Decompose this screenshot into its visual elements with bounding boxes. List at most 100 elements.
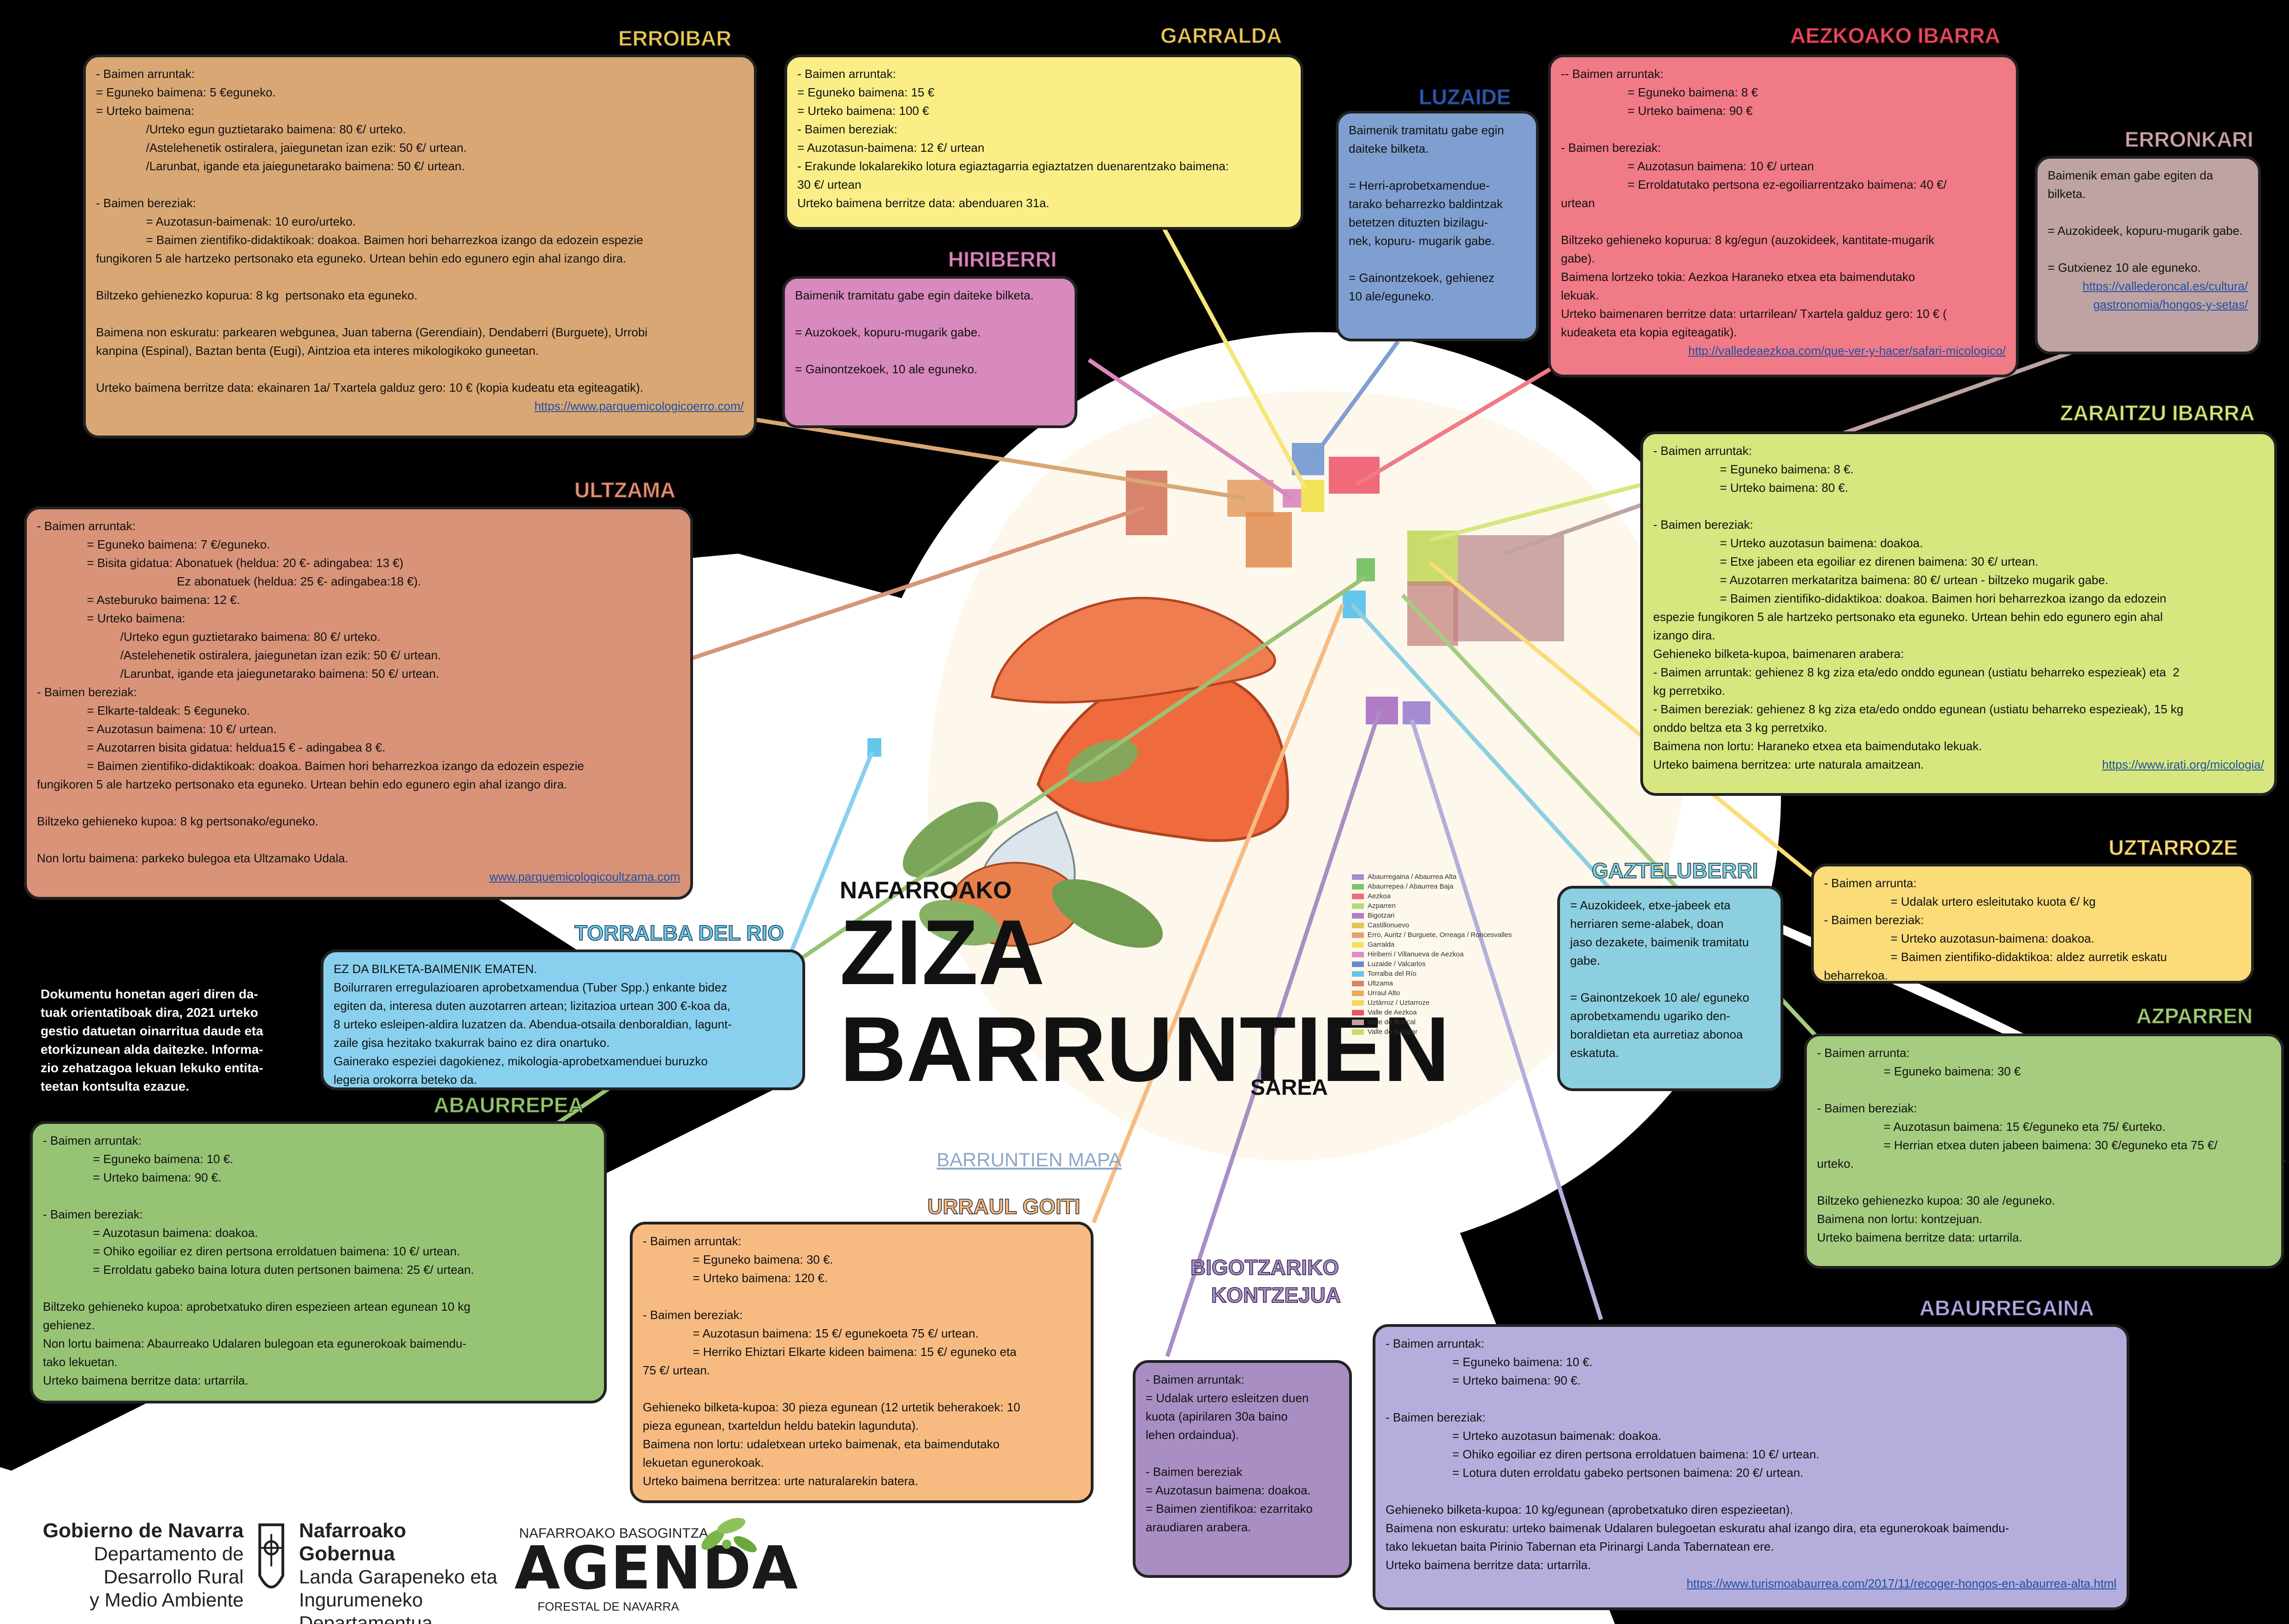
- abaurrepea-box: - Baimen arruntak: = Eguneko baimena: 10…: [30, 1121, 607, 1403]
- text-line: eskatuta.: [1570, 1046, 1619, 1060]
- text-line: zio zehatzagoa lekuan lekuko entita-: [41, 1061, 263, 1075]
- leaf-2: [1052, 879, 1163, 948]
- text-line: [795, 304, 1064, 323]
- text-line: etorkizunean alda daitezke. Informa-: [41, 1042, 263, 1057]
- text-line: - Baimen bereziak:: [1824, 913, 1924, 927]
- text-line: = Eguneko baimena: 10 €.: [1386, 1355, 1593, 1369]
- map-link[interactable]: BARRUNTIEN MAPA: [937, 1149, 1122, 1170]
- azparren-box: - Baimen arrunta: = Eguneko baimena: 30 …: [1804, 1033, 2284, 1269]
- text-line: bilketa.: [2048, 187, 2086, 201]
- abaurregaina-box: - Baimen arruntak: = Eguneko baimena: 10…: [1373, 1324, 2129, 1610]
- text-line: - Baimen arruntak:: [1146, 1373, 1244, 1386]
- text-line: Baimena non eskuratu: parkearen webgunea…: [96, 325, 648, 339]
- text-line: Urteko baimena berritze data: abenduaren…: [797, 196, 1050, 210]
- text-line: = Eguneko baimena: 15 €: [797, 85, 935, 99]
- abaurregaina-link[interactable]: https://www.turismoabaurrea.com/2017/11/…: [1686, 1576, 2116, 1590]
- text-line: [643, 1287, 1081, 1306]
- text-line: = Urteko baimena: 120 €.: [643, 1271, 828, 1285]
- erronkari-link-2[interactable]: gastronomia/hongos-y-setas/: [2093, 298, 2248, 311]
- legend-item: Abaurregaina / Abaurrea Alta: [1352, 872, 1546, 882]
- uztarroze-text-lines: - Baimen arrunta: = Udalak urtero esleit…: [1824, 874, 2241, 981]
- legend-swatch: [1352, 961, 1364, 967]
- legend-label: Urraul Alto: [1368, 989, 1400, 997]
- text-line: Urteko baimena berritze data: urtarrila.: [43, 1373, 249, 1387]
- text-line: = Eguneko baimena: 8 €.: [1653, 462, 1854, 476]
- text-line: 10 ale/eguneko.: [1349, 289, 1434, 303]
- text-line: = Herrian etxea duten jabeen baimena: 30…: [1817, 1138, 2217, 1152]
- legend-label: Hiriberri / Villanueva de Aezkoa: [1368, 950, 1464, 958]
- aezkoa-link[interactable]: http://valledeaezkoa.com/que-ver-y-hacer…: [1688, 344, 2006, 358]
- torralba-text-lines: EZ DA BILKETA-BAIMENIK EMATEN.Boilurrare…: [334, 960, 792, 1087]
- legend-label: Uztárroz / Uztarroze: [1368, 999, 1430, 1007]
- legend-label: Aezkoa: [1368, 892, 1391, 900]
- erronkari-link-1[interactable]: https://vallederoncal.es/cultura/: [2082, 279, 2248, 293]
- text-line: Urteko baimena berritze data: urtarrila.: [1817, 1230, 2023, 1244]
- text-line: Baimena non eskuratu: urteko baimenak Ud…: [1386, 1521, 2009, 1535]
- text-line: - Baimen bereziak:: [1817, 1101, 1917, 1115]
- text-line: Gehieneko bilketa-kupoa: 30 pieza egunea…: [643, 1400, 1021, 1414]
- aezkoa-box: -- Baimen arruntak: = Eguneko baimena: 8…: [1548, 54, 2019, 377]
- text-line: aprobetxamendu ugariko den-: [1570, 1009, 1730, 1023]
- text-line: herriaren seme-alabek, doan: [1570, 917, 1724, 931]
- text-line: lekuetan egunerokoak.: [643, 1456, 765, 1469]
- legend-label: Torralba del Río: [1368, 970, 1416, 978]
- text-line: Non lortu baimena: parkeko bulegoa eta U…: [37, 851, 348, 865]
- text-line: = Elkarte-taldeak: 5 €eguneko.: [37, 704, 250, 717]
- text-line: -- Baimen arruntak:: [1561, 67, 1664, 81]
- text-line: - Baimen bereziak:: [96, 196, 196, 210]
- text-line: [43, 1279, 594, 1297]
- text-line: gestio datuetan oinarritua daude eta: [41, 1024, 263, 1038]
- note-text-lines: Dokumentu honetan ageri diren da-tuak or…: [41, 985, 299, 1096]
- azparren-text-lines: - Baimen arrunta: = Eguneko baimena: 30 …: [1817, 1044, 2271, 1247]
- gaztelu-title: GAZTELUBERRI: [1591, 858, 1758, 883]
- text-line: kanpina (Espinal), Baztan benta (Eugi), …: [96, 344, 539, 358]
- legend-swatch: [1352, 903, 1364, 909]
- text-line: - Baimen arrunta:: [1824, 876, 1917, 890]
- text-line: = Urteko baimena: 80 €.: [1653, 481, 1848, 495]
- garralda-box: - Baimen arruntak:= Eguneko baimena: 15 …: [784, 54, 1303, 230]
- legend-swatch: [1352, 893, 1364, 899]
- erroibar-title: ERROIBAR: [618, 26, 732, 51]
- urraul-text-lines: - Baimen arruntak: = Eguneko baimena: 30…: [643, 1232, 1081, 1490]
- text-line: lekuak.: [1561, 288, 1599, 302]
- line-garralda: [1161, 225, 1308, 490]
- text-line: Biltzeko gehieneko kupoa: 8 kg pertsonak…: [37, 814, 318, 828]
- bigotzari-title-2: KONTZEJUA: [1211, 1283, 1341, 1308]
- text-line: = Gutxienez 10 ale eguneko.: [2048, 261, 2201, 275]
- text-line: [2048, 203, 2248, 221]
- text-line: - Baimen arruntak:: [37, 519, 136, 533]
- text-line: - Baimen bereziak:: [43, 1207, 143, 1221]
- text-line: = Gainontzekoek, 10 ale eguneko.: [795, 362, 978, 376]
- line-luzaide: [1309, 340, 1400, 463]
- text-line: = Urteko baimena: 90 €.: [1386, 1373, 1581, 1387]
- zaraitzu-link[interactable]: https://www.irati.org/micologia/: [2102, 758, 2264, 771]
- aezkoa-title: AEZKOAKO IBARRA: [1790, 23, 2000, 48]
- text-line: = Udalak urtero esleitutako kuota €/ kg: [1824, 895, 2096, 908]
- text-line: Baimenik tramitatu gabe egin: [1349, 123, 1504, 137]
- line-aezkoa: [1355, 367, 1552, 486]
- ultzama-link[interactable]: www.parquemicologicoultzama.com: [489, 870, 680, 884]
- erroibar-link[interactable]: https://www.parquemicologicoerro.com/: [534, 399, 744, 413]
- text-line: lehen ordaindua).: [1146, 1428, 1239, 1442]
- erronkari-title: ERRONKARI: [2124, 127, 2253, 152]
- text-line: = Auzotasun baimena: 10 €/ urtean.: [37, 722, 277, 736]
- legend-item: Castillonuevo: [1352, 920, 1546, 930]
- text-line: pieza egunean, txarteldun heldu batekin …: [643, 1419, 919, 1433]
- line-urraul: [1091, 603, 1345, 1224]
- urraul-title: URRAUL GOITI: [927, 1194, 1081, 1219]
- text-line: /Urteko egun guztietarako baimena: 80 €/…: [37, 630, 381, 644]
- text-line: - Baimen arruntak:: [643, 1234, 741, 1248]
- leaf-3: [919, 900, 1000, 946]
- text-line: = Baimen zientifiko-didaktikoa: doakoa. …: [1653, 591, 2167, 605]
- torralba-title: TORRALBA DEL RIO: [574, 920, 784, 945]
- legend-label: Bigotzari: [1368, 912, 1395, 919]
- text-line: kuota (apirilaren 30a baino: [1146, 1409, 1288, 1423]
- text-line: [2048, 240, 2248, 258]
- text-line: [96, 360, 744, 378]
- text-line: [1349, 158, 1526, 176]
- text-line: - Baimen bereziak:: [1653, 518, 1753, 531]
- text-line: = Eguneko baimena: 30 €.: [643, 1253, 833, 1266]
